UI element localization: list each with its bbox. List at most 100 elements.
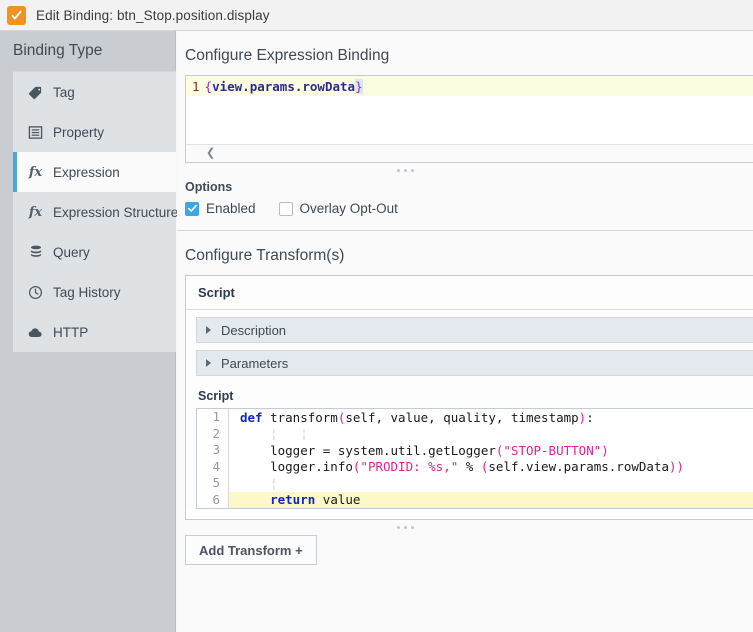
expression-horizontal-scrollbar[interactable]: ❮ xyxy=(186,144,753,162)
sidebar-item-expression[interactable]: fx Expression xyxy=(13,152,176,192)
code-token: ( xyxy=(480,459,489,475)
sidebar-item-tag-history[interactable]: Tag History xyxy=(13,272,176,312)
transform-resize-handle[interactable] xyxy=(177,520,753,535)
fx-icon: fx xyxy=(28,164,43,180)
sidebar-item-label: HTTP xyxy=(53,324,89,340)
code-token: value xyxy=(315,492,361,508)
code-token: : xyxy=(586,409,594,425)
sidebar-item-http[interactable]: HTTP xyxy=(13,312,176,352)
code-line[interactable]: 4 logger.info("PRODID: %s," % (self.view… xyxy=(197,458,753,475)
database-icon xyxy=(27,244,44,261)
overlay-opt-out-label: Overlay Opt-Out xyxy=(299,201,398,216)
fx-icon: fx xyxy=(28,204,43,220)
description-section-header[interactable]: Description xyxy=(196,317,753,343)
expression-line-number: 1 xyxy=(192,78,200,94)
expression-editor[interactable]: 1 { view.params.rowData } ❮ xyxy=(185,75,753,163)
expression-heading: Configure Expression Binding xyxy=(185,47,390,64)
sidebar-item-label: Tag xyxy=(53,84,75,100)
code-token: % xyxy=(458,459,481,475)
expression-open-brace: { xyxy=(204,78,213,94)
transform-card-title: Script xyxy=(186,276,753,310)
sidebar-item-label: Expression Structure xyxy=(53,204,179,220)
code-line-text: logger = system.util.getLogger("STOP-BUT… xyxy=(229,443,609,458)
window-titlebar: Edit Binding: btn_Stop.position.display xyxy=(0,0,753,31)
code-token: )) xyxy=(669,459,685,475)
transform-heading: Configure Transform(s) xyxy=(185,247,345,264)
code-line-text: def transform(self, value, quality, time… xyxy=(229,410,594,425)
enabled-checkbox[interactable] xyxy=(185,201,199,216)
expression-empty-area[interactable] xyxy=(186,96,753,143)
code-line[interactable]: 5 ¦ xyxy=(197,475,753,492)
ignition-check-icon xyxy=(7,5,26,25)
parameters-section-header[interactable]: Parameters xyxy=(196,350,753,376)
expression-resize-handle[interactable] xyxy=(177,163,753,178)
code-token: ¦ xyxy=(240,475,278,491)
sidebar-item-tag[interactable]: Tag xyxy=(13,72,176,112)
code-token: ( xyxy=(495,442,504,458)
code-line-text: ¦ xyxy=(229,476,278,491)
chevron-right-icon xyxy=(206,326,211,334)
sidebar-item-label: Query xyxy=(53,244,90,260)
window-title: Edit Binding: btn_Stop.position.display xyxy=(36,7,270,23)
cloud-icon xyxy=(27,324,44,341)
code-token: transform xyxy=(262,409,338,425)
expression-path: view.params.rowData xyxy=(212,78,356,94)
expression-close-brace: } xyxy=(355,78,363,94)
code-token: ¦ ¦ xyxy=(240,426,308,442)
code-token: ) xyxy=(601,442,609,458)
code-line[interactable]: 3 logger = system.util.getLogger("STOP-B… xyxy=(197,442,753,459)
code-token: return xyxy=(270,492,316,508)
sidebar-item-expression-structure[interactable]: fx Expression Structure xyxy=(13,192,179,232)
sidebar-item-list: Tag Property fx Expression fx Expression… xyxy=(13,71,179,352)
sidebar-item-property[interactable]: Property xyxy=(13,112,176,152)
overlay-opt-out-checkbox[interactable] xyxy=(278,201,293,216)
code-line-text: ¦ ¦ xyxy=(229,426,308,441)
scroll-left-icon[interactable]: ❮ xyxy=(206,147,216,159)
description-label: Description xyxy=(221,322,287,338)
code-token: def xyxy=(240,409,263,425)
code-line-number: 2 xyxy=(197,425,229,442)
code-line-number: 6 xyxy=(197,491,229,508)
add-transform-button[interactable]: Add Transform + xyxy=(185,535,317,565)
code-line-text: logger.info("PRODID: %s," % (self.view.p… xyxy=(229,459,684,474)
main-panel: Configure Expression Binding 1 { view.pa… xyxy=(177,31,753,632)
sidebar-item-label: Property xyxy=(53,124,105,140)
options-divider xyxy=(177,230,753,231)
code-token: self.view.params.rowData xyxy=(488,459,669,475)
code-line-number: 4 xyxy=(197,458,229,475)
parameters-label: Parameters xyxy=(221,355,289,371)
code-token: ( xyxy=(337,409,346,425)
code-token: "PRODID: %s," xyxy=(360,459,459,475)
code-line[interactable]: 6 return value xyxy=(197,491,753,508)
options-row: Enabled Overlay Opt-Out xyxy=(177,201,753,230)
binding-type-sidebar: Binding Type Tag Property fx xyxy=(0,31,179,632)
code-editor-bottom-pad xyxy=(186,509,753,519)
code-token: self, value, quality, timestamp xyxy=(345,409,579,425)
property-icon xyxy=(27,124,44,141)
expression-line[interactable]: 1 { view.params.rowData } xyxy=(186,76,753,96)
tag-icon xyxy=(27,84,44,101)
sidebar-item-label: Expression xyxy=(53,164,120,180)
code-line-number: 3 xyxy=(197,442,229,459)
code-token: logger.info xyxy=(240,459,353,475)
code-token: logger = system.util.getLogger xyxy=(240,442,496,458)
code-token: "STOP-BUTTON" xyxy=(503,442,602,458)
sidebar-title: Binding Type xyxy=(0,31,175,71)
code-token: ) xyxy=(578,409,587,425)
code-token xyxy=(240,492,270,507)
script-label: Script xyxy=(198,389,234,403)
code-line-number: 5 xyxy=(197,475,229,492)
options-label: Options xyxy=(185,180,233,194)
code-token: ( xyxy=(352,459,361,475)
sidebar-item-label: Tag History xyxy=(53,284,121,300)
code-line-text: return value xyxy=(229,492,360,507)
clock-icon xyxy=(27,284,44,301)
enabled-label: Enabled xyxy=(206,201,256,216)
sidebar-item-query[interactable]: Query xyxy=(13,232,176,272)
code-line[interactable]: 2 ¦ ¦ xyxy=(197,425,753,442)
chevron-right-icon xyxy=(206,359,211,367)
code-line-number: 1 xyxy=(197,409,229,426)
